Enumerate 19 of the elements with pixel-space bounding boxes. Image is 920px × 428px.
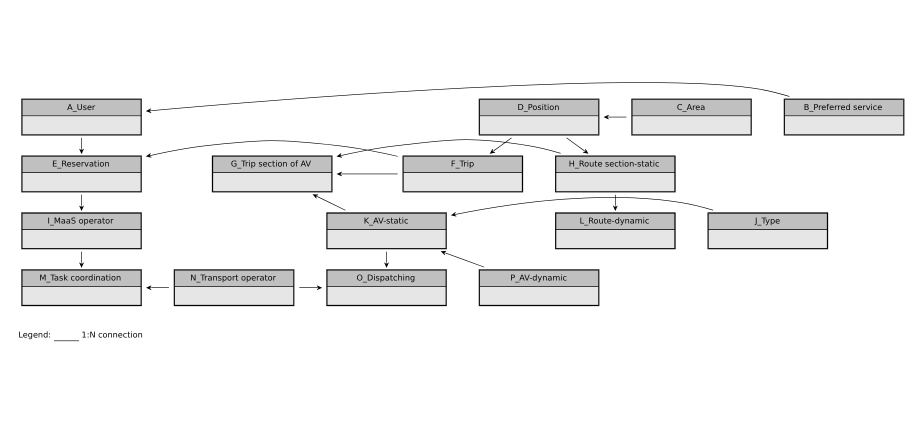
arrow xyxy=(79,250,84,267)
arrow xyxy=(146,82,790,112)
arrow xyxy=(613,194,618,210)
arrow xyxy=(298,284,322,290)
arrow xyxy=(337,171,398,176)
arrow xyxy=(313,194,346,210)
arrow xyxy=(490,137,512,154)
arrow xyxy=(384,250,389,267)
arrow xyxy=(441,250,484,267)
arrow xyxy=(146,140,398,158)
arrow xyxy=(604,114,627,119)
arrow xyxy=(79,194,84,210)
arrow xyxy=(146,284,170,290)
legend-label: 1:N connection xyxy=(82,328,143,339)
arrow xyxy=(79,137,84,154)
arrow xyxy=(566,137,588,154)
label: Legend: xyxy=(18,328,51,339)
arrow xyxy=(451,196,714,216)
arrow xyxy=(336,138,561,158)
